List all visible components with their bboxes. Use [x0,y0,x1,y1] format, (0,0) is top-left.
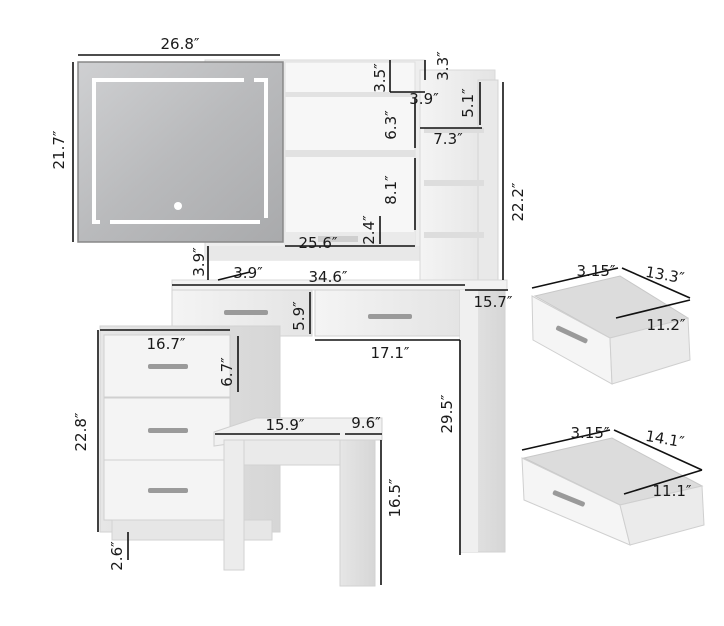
hutch-shelf-2 [285,92,415,97]
label-cabinet-drawer-height: 6.7″ [218,357,236,387]
label-drawer1-width: 11.2″ [646,316,685,334]
side-shelf-2 [424,232,484,238]
drawer2-side [619,485,705,546]
hutch [204,59,499,281]
label-drawer2-width: 11.1″ [652,482,691,500]
label-drawer-height: 5.9″ [290,301,308,331]
drawer2-handle [552,490,585,507]
label-stool-depth: 9.6″ [351,414,381,432]
label-right-drawer-width: 17.1″ [370,344,409,362]
drawer-detail-1 [531,275,691,385]
label-cabinet-width: 16.7″ [146,335,185,353]
mirror-frame [77,61,284,243]
dimension-lines [72,54,703,585]
label-mirror-width: 26.8″ [160,35,199,53]
label-shelf-top-gap: 3.5″ [371,63,389,93]
label-stool-width: 15.9″ [265,416,304,434]
stool-seat [213,417,383,447]
cabinet-plinth [111,519,273,541]
label-shelf-width: 25.6″ [298,234,337,252]
label-cabinet-height: 22.8″ [72,412,90,451]
label-drawer2-depth: 14.1″ [644,427,686,452]
side-shelf-top [424,128,484,133]
cabinet-handle-2 [148,428,188,433]
label-drawer2-height: 3.15″ [570,424,609,442]
drawer-handle-left [224,310,268,315]
touch-switch-icon [174,202,182,210]
drawer1-side [609,317,691,385]
label-bottom-shelf-height: 2.4″ [360,215,378,245]
stool-leg-left [223,439,245,571]
label-desk-height: 29.5″ [438,394,456,433]
label-side-shelf-width: 7.3″ [433,130,463,148]
drawer1-handle [555,325,588,344]
lighted-mirror [77,61,284,243]
label-base-riser-height: 3.9″ [190,247,208,277]
label-shelf-mid-height: 6.3″ [382,110,400,140]
label-desk-width: 34.6″ [308,268,347,286]
label-shelf-side-width: 3.9″ [409,90,439,108]
label-shelf-lower-height: 8.1″ [382,175,400,205]
mirror-led-strip [92,78,268,224]
label-drawer1-depth: 13.3″ [644,263,686,288]
label-drawer1-height: 3.15″ [576,262,615,280]
desk-drawer-right [314,289,461,337]
label-desk-depth: 15.7″ [473,293,512,311]
cabinet-handle-1 [148,364,188,369]
desk-right-leg-front [460,290,478,552]
cabinet-handle-3 [148,488,188,493]
label-total-upper-height: 22.2″ [509,182,527,221]
label-side-upper-height: 5.1″ [459,88,477,118]
stool-leg-right [339,439,376,587]
label-mirror-height: 21.7″ [50,130,68,169]
outlet-strip [318,236,358,242]
label-side-top-gap: 3.3″ [434,51,452,81]
label-base-riser-depth: 3.9″ [233,264,263,282]
label-stool-height: 16.5″ [386,478,404,517]
drawer-handle-right [368,314,412,319]
hutch-base [205,246,425,260]
stool [213,417,383,587]
hutch-shelf-1 [285,150,415,157]
dimension-labels: 26.8″ 21.7″ 3.5″ 3.3″ 3.9″ 5.1″ 6.3″ 7.3… [50,35,692,571]
side-shelf-1 [424,180,484,186]
drawer-detail-2 [521,437,705,546]
label-cabinet-foot-height: 2.6″ [108,541,126,571]
